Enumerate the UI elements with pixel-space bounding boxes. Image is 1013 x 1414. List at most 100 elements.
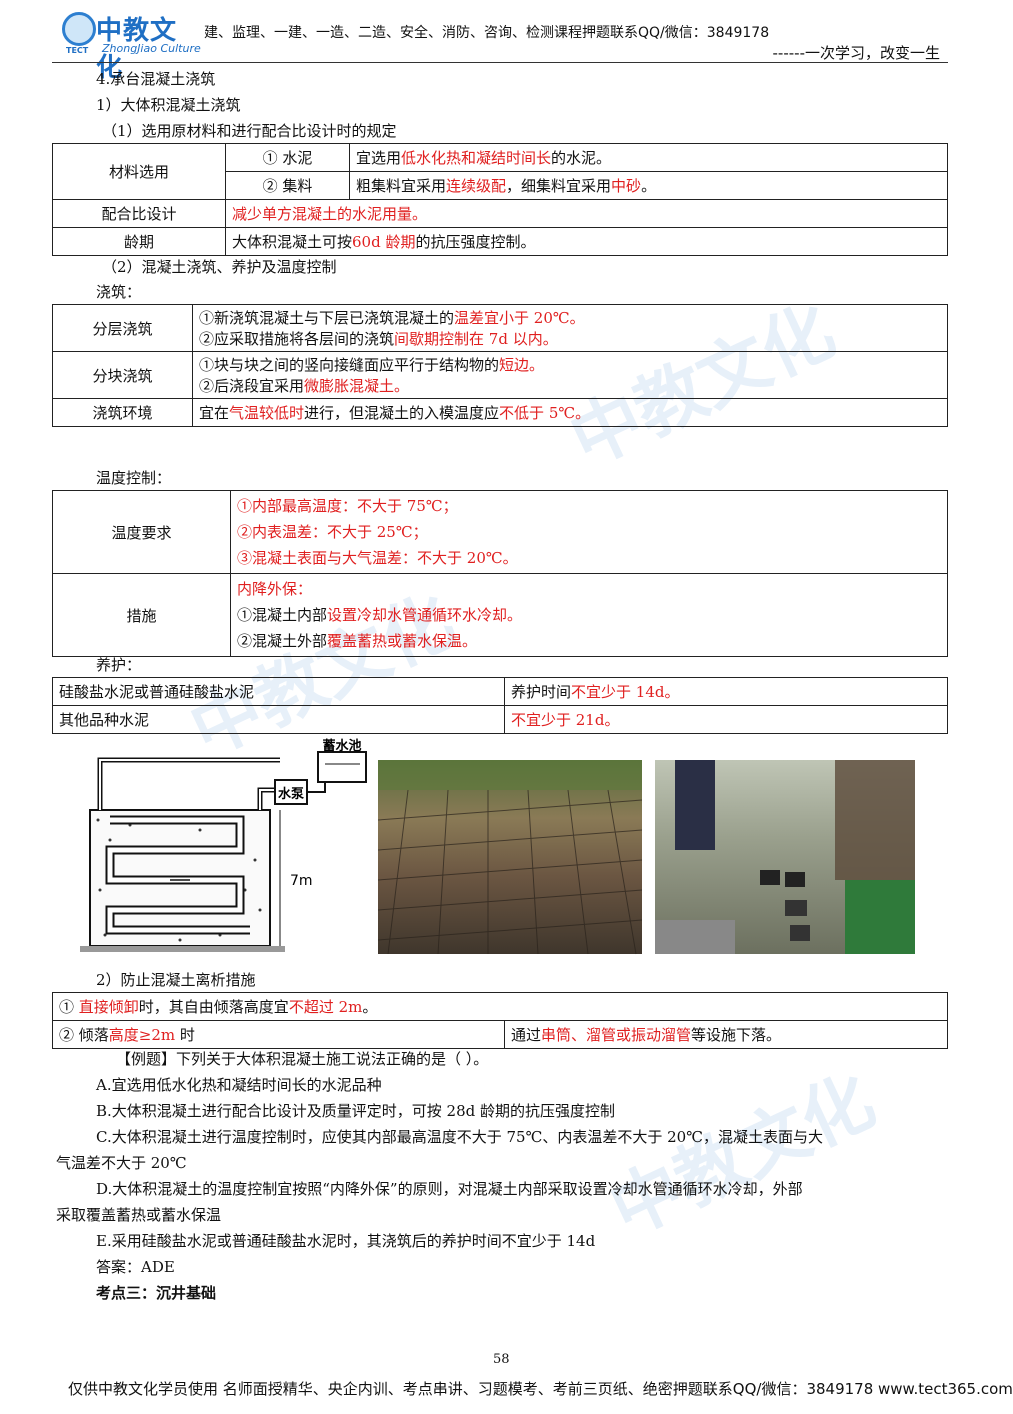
table-cell: 养护时间不宜少于 14d。: [504, 677, 948, 706]
table-cell: 硅酸盐水泥或普通硅酸盐水泥: [52, 677, 505, 706]
option-b: B.大体积混凝土进行配合比设计及质量评定时，可按 28d 龄期的抗压强度控制: [96, 1102, 616, 1120]
highlight-text: 串筒、溜管或振动溜管: [541, 1026, 692, 1044]
text: 。: [641, 177, 657, 195]
table-cell: 配合比设计: [52, 199, 226, 228]
highlight-text: 覆盖蓄热或蓄水保温。: [327, 632, 478, 650]
text: 通过: [511, 1026, 542, 1044]
segregation-table: ① 直接倾卸时，其自由倾落高度宜不超过 2m。 ② 倾落高度≥2m 时 通过串筒…: [52, 992, 948, 1049]
table-cell: 其他品种水泥: [52, 705, 505, 734]
logo-globe-icon: [62, 12, 96, 46]
header-divider: [52, 62, 948, 63]
header-slogan: ------一次学习，改变一生: [772, 44, 940, 62]
highlight-text: 60d 龄期: [352, 233, 416, 251]
table-cell: ② 倾落高度≥2m 时: [52, 1020, 505, 1049]
text: 进行，但混凝土的入模温度应: [304, 404, 500, 422]
table-cell: ①块与块之间的竖向接缝面应平行于结构物的短边。 ②后浇段宜采用微膨胀混凝土。: [192, 351, 948, 399]
table-cell: 大体积混凝土可按60d 龄期的抗压强度控制。: [225, 227, 948, 256]
table-cell: ① 直接倾卸时，其自由倾落高度宜不超过 2m。: [52, 992, 948, 1021]
table-cell: 宜在气温较低时进行，但混凝土的入模温度应不低于 5℃。: [192, 398, 948, 427]
text: 时: [175, 1026, 195, 1044]
subsection-title: （1）选用原材料和进行配合比设计时的规定: [102, 122, 397, 140]
text: 等设施下落。: [691, 1026, 782, 1044]
table-cell: 不宜少于 21d。: [504, 705, 948, 734]
table-cell: ①内部最高温度：不大于 75℃； ②内表温差：不大于 25℃； ③混凝土表面与大…: [230, 490, 948, 574]
text: 养护时间: [511, 683, 572, 701]
highlight-text: 温差宜小于 20℃。: [454, 309, 585, 327]
logo-subtext: ZhongJiao Culture: [102, 42, 201, 55]
pump-label: 水泵: [278, 786, 304, 802]
logo: 中教文化 ZhongJiao Culture TECT: [62, 10, 202, 83]
text: ，细集料宜采用: [506, 177, 612, 195]
table-cell: 粗集料宜采用连续级配，细集料宜采用中砂。: [349, 171, 948, 200]
label: 浇筑：: [96, 283, 142, 301]
table-cell: 分层浇筑: [52, 304, 193, 352]
highlight-text: 高度≥2m: [108, 1026, 176, 1044]
table-cell: ①新浇筑混凝土与下层已浇筑混凝土的温差宜小于 20℃。 ②应采取措施将各层间的浇…: [192, 304, 948, 352]
page-number: 58: [493, 1352, 510, 1367]
highlight-text: 直接倾卸: [78, 998, 139, 1016]
dimension-label: 7m: [290, 873, 313, 889]
highlight-text: 不超过 2m: [288, 998, 363, 1016]
text: 时，其自由倾落高度宜: [138, 998, 289, 1016]
text: ②混凝土外部: [237, 632, 328, 650]
logo-text: 中教文化: [96, 16, 178, 83]
highlight-text: 气温较低时: [229, 404, 305, 422]
water-curing-photo: [655, 760, 915, 954]
text: ①块与块之间的竖向接缝面应平行于结构物的: [199, 356, 500, 374]
table-cell: 通过串筒、溜管或振动溜管等设施下落。: [504, 1020, 948, 1049]
table-cell: 内降外保： ①混凝土内部设置冷却水管通循环水冷却。 ②混凝土外部覆盖蓄热或蓄水保…: [230, 573, 948, 657]
temperature-table: 温度要求 ①内部最高温度：不大于 75℃； ②内表温差：不大于 25℃； ③混凝…: [52, 490, 948, 657]
materials-table: 材料选用 ① 水泥 宜选用低水化热和凝结时间长的水泥。 ② 集料 粗集料宜采用连…: [52, 143, 948, 256]
highlight-text: 减少单方混凝土的水泥用量。: [232, 205, 428, 223]
option-c-cont: 气温差不大于 20℃: [56, 1154, 187, 1172]
option-c: C.大体积混凝土进行温度控制时，应使其内部最高温度不大于 75℃、内表温差不大于…: [96, 1128, 823, 1146]
text: ①混凝土内部: [237, 606, 328, 624]
table-cell: 减少单方混凝土的水泥用量。: [225, 199, 948, 228]
label: 温度控制：: [96, 469, 172, 487]
highlight-text: 低水化热和凝结时间长: [401, 149, 552, 167]
text: 。: [362, 998, 378, 1016]
section-title: 4.承台混凝土浇筑: [96, 70, 216, 88]
text: ①: [59, 998, 79, 1016]
table-cell: 措施: [52, 573, 231, 657]
highlight-text: 中砂: [611, 177, 642, 195]
table-cell: 宜选用低水化热和凝结时间长的水泥。: [349, 143, 948, 172]
highlight-text: 连续级配: [446, 177, 507, 195]
option-e: E.采用硅酸盐水泥或普通硅酸盐水泥时，其浇筑后的养护时间不宜少于 14d: [96, 1232, 596, 1250]
example-question: 【例题】下列关于大体积混凝土施工说法正确的是（ ）。 A.宜选用低水化热和凝结时…: [56, 1046, 946, 1306]
subsection-title: 2）防止混凝土离析措施: [96, 971, 256, 989]
text: ②后浇段宜采用: [199, 377, 305, 395]
logo-tect: TECT: [66, 46, 89, 55]
pouring-table: 分层浇筑 ①新浇筑混凝土与下层已浇筑混凝土的温差宜小于 20℃。 ②应采取措施将…: [52, 304, 948, 427]
highlight-text: ②内表温差：不大于 25℃；: [237, 523, 428, 541]
subsection-title: 1）大体积混凝土浇筑: [96, 96, 241, 114]
table-cell: 材料选用: [52, 143, 226, 200]
highlight-text: 短边。: [499, 356, 545, 374]
text: ② 倾落: [59, 1026, 109, 1044]
label: 养护：: [96, 656, 142, 674]
highlight-text: ③混凝土表面与大气温差：不大于 20℃。: [237, 549, 518, 567]
highlight-text: 设置冷却水管通循环水冷却。: [327, 606, 523, 624]
subsection-title: （2）混凝土浇筑、养护及温度控制: [102, 258, 337, 276]
highlight-text: 不低于 5℃。: [499, 404, 591, 422]
table-cell: 分块浇筑: [52, 351, 193, 399]
highlight-text: 不宜少于 14d。: [571, 683, 680, 701]
option-d-cont: 采取覆盖蓄热或蓄水保温: [56, 1206, 222, 1224]
option-d: D.大体积混凝土的温度控制宜按照“内降外保”的原则，对混凝土内部采取设置冷却水管…: [96, 1180, 803, 1198]
construction-site-photo: [377, 760, 643, 955]
option-a: A.宜选用低水化热和凝结时间长的水泥品种: [96, 1076, 382, 1094]
table-cell: 浇筑环境: [52, 398, 193, 427]
highlight-text: ①内部最高温度：不大于 75℃；: [237, 497, 458, 515]
highlight-text: 不宜少于 21d。: [511, 711, 620, 729]
table-cell: 温度要求: [52, 490, 231, 574]
cooling-pipe-diagram: 水泵 蓄水池 7m: [80, 738, 370, 955]
table-cell: 龄期: [52, 227, 226, 256]
text: 的抗压强度控制。: [415, 233, 536, 251]
text: 的水泥。: [551, 149, 612, 167]
text: 宜选用: [356, 149, 402, 167]
text: 粗集料宜采用: [356, 177, 447, 195]
table-cell: ① 水泥: [225, 143, 350, 172]
highlight-text: 微膨胀混凝土。: [304, 377, 410, 395]
text: ①新浇筑混凝土与下层已浇筑混凝土的: [199, 309, 455, 327]
question-stem: 【例题】下列关于大体积混凝土施工说法正确的是（ ）。: [116, 1050, 489, 1068]
